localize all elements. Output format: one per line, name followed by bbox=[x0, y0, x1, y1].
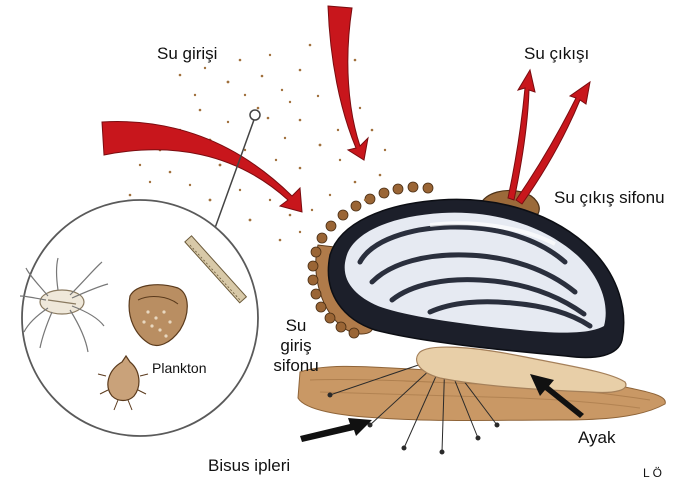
credit-label: L Ö bbox=[643, 463, 662, 483]
plankton-label: Plankton bbox=[152, 358, 206, 378]
water-outlet-label: Su çıkışı bbox=[524, 44, 589, 64]
byssus-pointer-arrow bbox=[300, 418, 372, 442]
inflow-arrow-left bbox=[102, 122, 302, 212]
inlet-siphon-label: Su giriş sifonu bbox=[266, 316, 326, 376]
inflow-arrow-top bbox=[328, 6, 368, 160]
outflow-arrows bbox=[508, 70, 590, 204]
outlet-siphon-label: Su çıkış sifonu bbox=[554, 188, 665, 208]
plankton-magnifier bbox=[20, 200, 258, 436]
inflow-arrows bbox=[102, 6, 368, 212]
inlet-siphon-label-line2: giriş bbox=[266, 336, 326, 356]
foot-label: Ayak bbox=[578, 428, 616, 448]
byssus-label: Bisus ipleri bbox=[208, 456, 290, 476]
mussel-shell bbox=[328, 199, 623, 357]
water-inlet-label: Su girişi bbox=[157, 44, 217, 64]
inlet-siphon-label-line3: sifonu bbox=[266, 356, 326, 376]
inlet-siphon-label-line1: Su bbox=[266, 316, 326, 336]
